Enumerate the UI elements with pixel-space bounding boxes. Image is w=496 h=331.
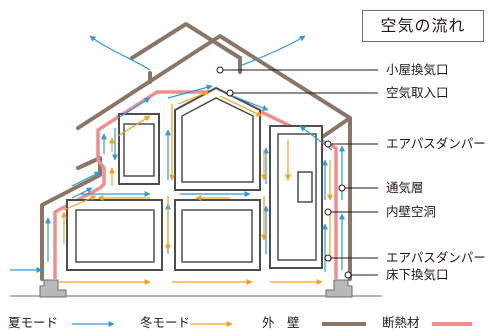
room-upper-left [118, 113, 160, 185]
label-ventilation-layer: 通気層 [386, 180, 424, 195]
label-air-intake: 空気取入口 [386, 85, 449, 100]
legend-winter-mode: 冬モード [140, 315, 191, 330]
room-upper-center [174, 86, 261, 191]
room-lower-center [174, 199, 261, 271]
room-depth-lines [75, 97, 317, 263]
label-roof-vent: 小屋換気口 [386, 62, 449, 77]
summer-airflow [10, 35, 345, 273]
legend-outer-wall: 外 壁 [262, 315, 300, 330]
foundation [39, 279, 353, 298]
rooms [66, 86, 323, 271]
label-air-damper-bottom: エアパスダンパー [386, 250, 486, 265]
winter-airflow [58, 91, 333, 285]
legend-insulation: 断熱材 [382, 315, 420, 330]
label-underfloor-vent: 床下換気口 [386, 267, 449, 282]
room-lower-left [66, 199, 163, 271]
diagram-title: 空気の流れ [362, 10, 484, 42]
leader-lines [216, 66, 378, 279]
label-air-damper-top: エアパスダンパー [386, 136, 486, 151]
legend-summer-mode: 夏モード [8, 315, 59, 330]
label-inner-wall-cavity: 内壁空洞 [386, 204, 437, 219]
